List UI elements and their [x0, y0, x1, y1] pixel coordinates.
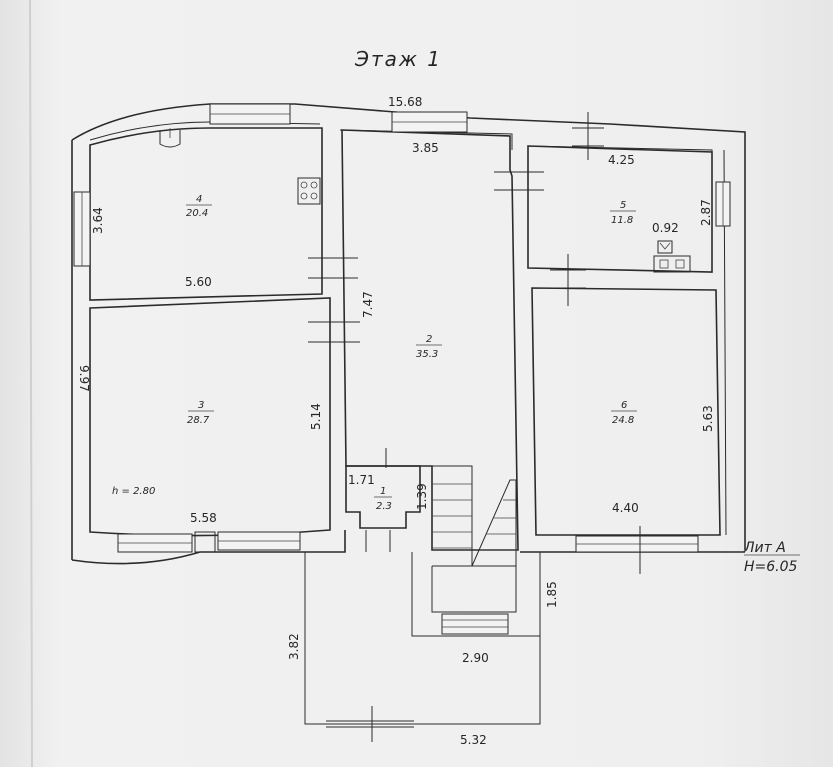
room-2-area: 35.3: [416, 349, 438, 360]
stair-flight-right: [471, 479, 517, 567]
outer-wall-top-outline: [71, 103, 746, 550]
porch-entry-steps: [441, 613, 509, 635]
room-4: 4 20.4 5.60 3.64: [73, 103, 323, 301]
room-3: 3 28.7 5.58 5.14 h = 2.80: [89, 297, 331, 553]
room-4-width: 5.60: [185, 275, 212, 289]
stove-burner-icon: [300, 181, 308, 189]
room-3-depth: 5.14: [309, 403, 323, 430]
room-5-area: 11.8: [611, 215, 633, 226]
total-width-dimension: 15.68: [388, 95, 422, 109]
appliance-square-icon: [659, 259, 669, 269]
room-6-area: 24.8: [612, 415, 634, 426]
stove-icon: [297, 177, 321, 205]
room-6: 6 24.8 4.40 5.63: [531, 254, 721, 574]
room-2-number: 2: [426, 334, 432, 345]
sink-icon: [159, 130, 181, 148]
room-5-width: 4.25: [608, 153, 635, 167]
room-3-width: 5.58: [190, 511, 217, 525]
room-1-width: 1.71: [348, 473, 375, 487]
floor-title: Этаж 1: [354, 47, 442, 71]
appliance-square-icon: [675, 259, 685, 269]
porch-inner-outline: [411, 552, 540, 637]
room-6-outline: [531, 287, 721, 536]
room-5-number: 5: [620, 200, 626, 211]
room-6-width: 4.40: [612, 501, 639, 515]
room-1: 1 2.3 1.71 1.39: [345, 448, 429, 552]
lit-height: H=6.05: [744, 559, 798, 575]
porch-outline: [304, 552, 541, 725]
room-4-area: 20.4: [186, 208, 208, 219]
outer-wall-bottom-left: [71, 551, 305, 565]
stove-burner-icon: [310, 181, 318, 189]
staircase: [431, 465, 517, 635]
room-6-number: 6: [621, 400, 627, 411]
room-5-outline: [527, 145, 713, 273]
lit-label: Лит А: [743, 540, 786, 556]
porch-width: 5.32: [460, 733, 487, 747]
porch: 3.82 2.90 1.85 5.32: [287, 552, 559, 747]
stove-burner-icon: [300, 192, 308, 200]
lit-label-group: Лит А H=6.05: [743, 540, 800, 575]
room-3-outline: [89, 297, 331, 537]
room-4-number: 4: [196, 194, 202, 205]
stove-burner-icon: [310, 192, 318, 200]
porch-inner-depth: 1.85: [545, 581, 559, 608]
stair-landing: [431, 566, 517, 613]
outer-walls: [71, 103, 746, 565]
room-2: 2 35.3 3.85 7.47: [308, 111, 544, 635]
room-3-number: 3: [198, 400, 204, 411]
room-1-number: 1: [380, 486, 386, 497]
page-binding-edge: [29, 0, 33, 767]
porch-depth: 3.82: [287, 633, 301, 660]
room-3-area: 28.7: [187, 415, 210, 426]
porch-inner-width: 2.90: [462, 651, 489, 665]
room-1-depth: 1.39: [415, 483, 429, 510]
appliance-block-icon: [653, 255, 691, 273]
boiler-mark-icon: [659, 242, 671, 250]
room-2-width: 3.85: [412, 141, 439, 155]
room-1-outline: [345, 465, 421, 529]
column-between-windows: [194, 531, 216, 553]
room-1-area: 2.3: [376, 501, 392, 512]
room-4-depth: 3.64: [91, 207, 105, 234]
total-depth-dimension: 9.97: [77, 365, 91, 392]
inner-wall-top-left: [89, 121, 321, 141]
room-5-extra-dimension: 0.92: [652, 221, 679, 235]
ceiling-height: h = 2.80: [112, 486, 155, 497]
room-5: 5 11.8 4.25 2.87 0.92: [527, 112, 731, 273]
outer-wall-bottom-mid: [305, 530, 346, 553]
room-5-depth: 2.87: [699, 199, 713, 226]
room-2-depth: 7.47: [361, 291, 375, 318]
boiler-icon: [657, 240, 673, 254]
room-6-depth: 5.63: [701, 405, 715, 432]
